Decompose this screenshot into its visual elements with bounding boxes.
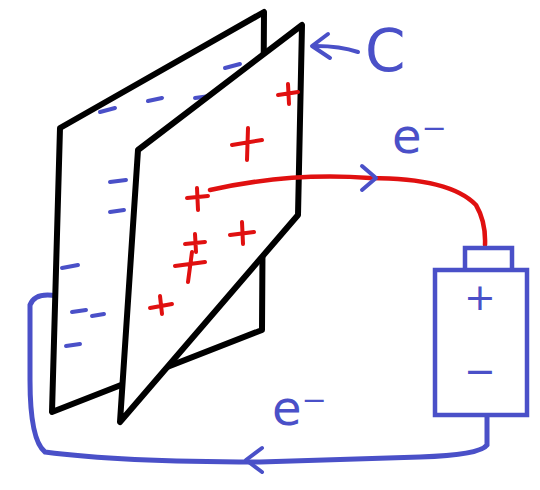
- battery-symbol: [435, 270, 527, 415]
- arrowhead: [312, 34, 330, 58]
- battery-terminal: [465, 248, 512, 270]
- terminal-label: −: [464, 352, 496, 390]
- electron-label: e⁻: [392, 112, 447, 160]
- electron-label: e⁻: [272, 384, 327, 432]
- arrowhead: [246, 448, 262, 472]
- positive-charges: [150, 84, 298, 314]
- front-plate: [120, 25, 302, 422]
- terminal-label: +: [464, 278, 496, 316]
- arrowhead: [362, 166, 376, 190]
- component-label: C: [365, 22, 406, 80]
